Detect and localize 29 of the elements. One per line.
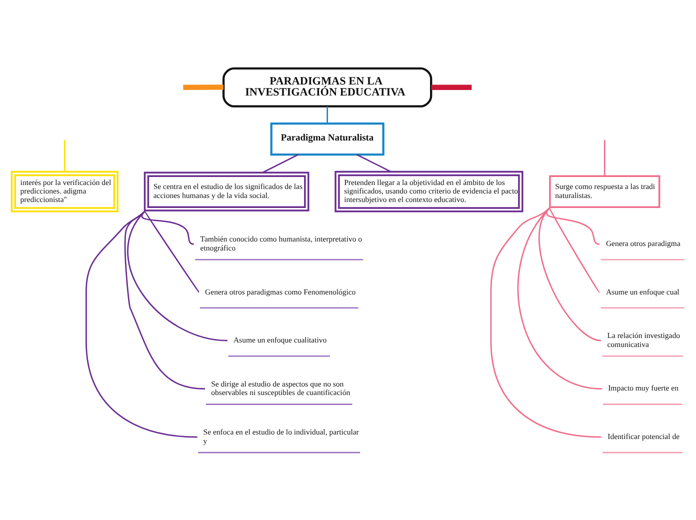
node-text: También conocido como humanista, interpretativo o etnográfico bbox=[200, 234, 362, 252]
connector bbox=[604, 140, 606, 176]
node-text: Identificar potencial de bbox=[608, 431, 680, 440]
node-text: La relación investigado comunicativa bbox=[607, 330, 680, 348]
connector bbox=[86, 210, 198, 438]
connector bbox=[183, 84, 224, 90]
connector bbox=[64, 140, 66, 172]
connector bbox=[490, 206, 602, 438]
connector bbox=[431, 84, 472, 90]
connector bbox=[538, 207, 602, 341]
connector bbox=[518, 207, 602, 389]
node-text: Se dirige al estudio de aspectos que no son observables ni susceptibles de cuantificación bbox=[211, 378, 350, 397]
node-box: Paradigma Naturalista bbox=[270, 122, 384, 156]
node-text: Genera otros paradigmas como Fenomenológico bbox=[205, 286, 356, 296]
node-box: Pretenden llegar a la objetividad en el ámbito de los significados, usando como criterio de evidencia el pacto intersubjetivo en el contexto educativo. bbox=[334, 170, 524, 212]
node-box: Surge como respuesta a las tradi naturalistas. bbox=[549, 174, 660, 208]
connector bbox=[548, 207, 600, 292]
node-box: interés por la verificación del predicciones. adigma prediccionista" bbox=[10, 170, 118, 212]
node-text: Genera otros paradigma bbox=[606, 238, 680, 248]
connector bbox=[144, 210, 200, 292]
node-text: Asume un enfoque cualitativo bbox=[233, 334, 327, 344]
node-box: Se centra en el estudio de los significados de las acciones humanas y de la vida social. bbox=[144, 171, 310, 211]
connector bbox=[326, 106, 328, 123]
node-text: Se enfoca en el estudio de lo individual, particular y bbox=[203, 427, 359, 445]
connector bbox=[124, 210, 206, 390]
node-text: Asume un enfoque cual bbox=[606, 286, 680, 296]
node-box: PARADIGMAS EN LA INVESTIGACIÓN EDUCATIVA bbox=[222, 66, 432, 107]
node-text: Impacto muy fuerte en bbox=[608, 383, 678, 392]
connector bbox=[127, 210, 228, 341]
